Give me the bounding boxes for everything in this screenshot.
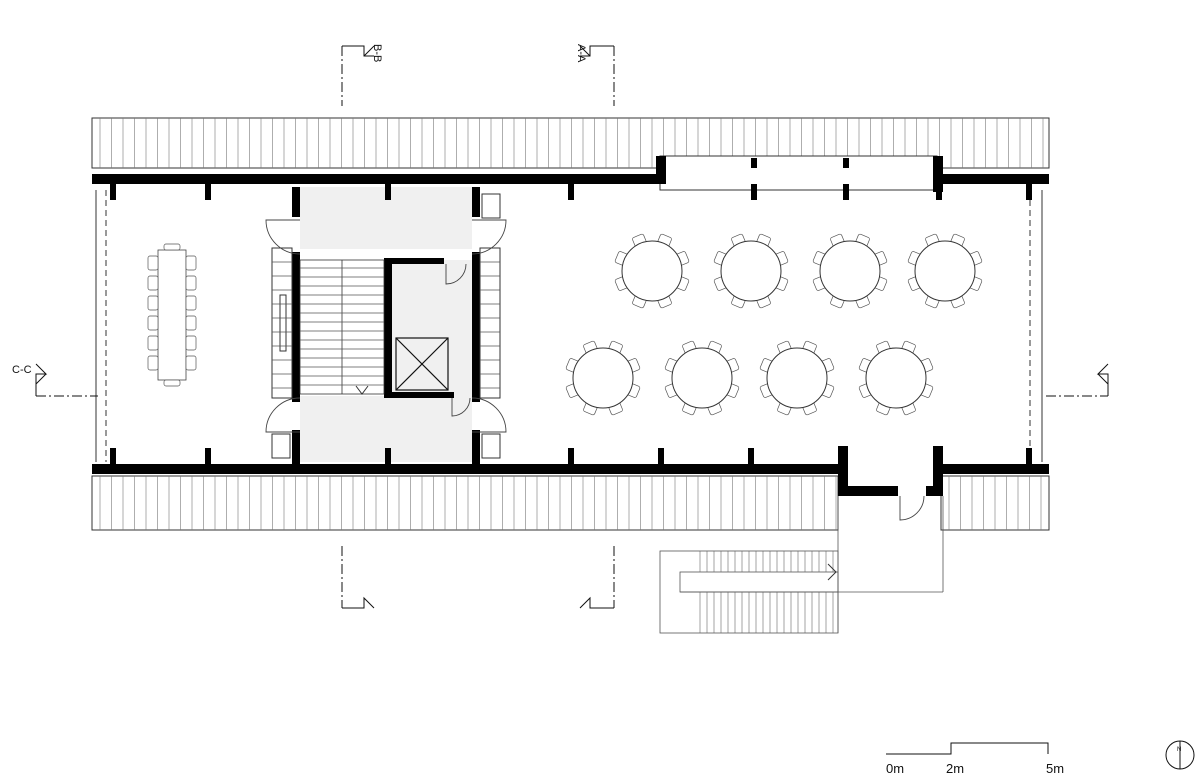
scale-bar — [886, 742, 1049, 755]
round-table — [812, 233, 888, 309]
round-table — [565, 340, 641, 416]
exterior-walls — [92, 156, 1049, 496]
north-label: N — [1177, 747, 1181, 753]
roof-overhang-bottom — [91, 475, 1050, 531]
section-marker-b-b-bottom — [341, 546, 375, 609]
elevator — [395, 337, 449, 391]
balcony-columns — [751, 158, 849, 200]
section-label-a-a: A-A — [575, 44, 587, 63]
section-label-c-c: C-C — [12, 364, 32, 376]
section-marker-c-c-west — [35, 363, 98, 397]
scale-label-5: 5m — [1046, 761, 1064, 776]
round-table — [907, 233, 983, 309]
cabinets — [271, 193, 501, 459]
round-table — [713, 233, 789, 309]
round-tables — [565, 233, 983, 416]
round-table — [759, 340, 835, 416]
section-marker-c-c-east — [1046, 363, 1109, 397]
scale-label-2: 2m — [946, 761, 964, 776]
section-marker-a-a-bottom — [579, 546, 615, 609]
round-table — [614, 233, 690, 309]
balcony-recess — [659, 155, 938, 191]
glazing-west — [95, 190, 107, 462]
glazing-east — [1029, 190, 1043, 462]
round-table — [664, 340, 740, 416]
section-marker-a-a-top — [579, 45, 615, 106]
long-table — [157, 249, 187, 381]
stair-arrow — [355, 385, 369, 395]
north-arrow-icon — [1165, 740, 1195, 770]
columns — [110, 184, 1032, 464]
scale-label-0: 0m — [886, 761, 904, 776]
round-table — [858, 340, 934, 416]
core-walls — [292, 187, 480, 464]
ext-stair-arrow — [827, 563, 837, 581]
doors — [265, 219, 925, 521]
main-staircase — [299, 259, 385, 395]
section-label-b-b: B-B — [371, 44, 383, 62]
section-marker-b-b-top — [341, 45, 375, 106]
